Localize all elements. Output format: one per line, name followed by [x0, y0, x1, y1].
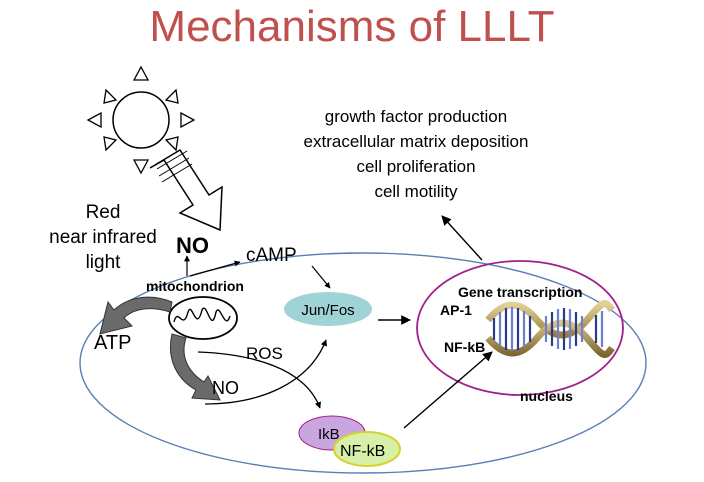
- outcome-item: extracellular matrix deposition: [303, 132, 529, 151]
- outcome-item: growth factor production: [324, 107, 508, 126]
- light-beam-arrow: [149, 148, 223, 232]
- nucleus-membrane: [416, 260, 624, 396]
- outcome-item: cell motility: [374, 182, 458, 201]
- no-release-arrow: [170, 333, 221, 401]
- label-ros: ROS: [246, 344, 283, 363]
- light-label-line: near infrared: [49, 227, 157, 248]
- slide-title: Mechanisms of LLLT: [149, 2, 555, 51]
- label-ap1: AP-1: [440, 302, 472, 318]
- label-gene-transcription: Gene transcription: [458, 284, 582, 300]
- light-label-line: light: [85, 252, 121, 273]
- arrow-no-to-junfos: [204, 339, 327, 405]
- label-jun-fos: Jun/Fos: [301, 302, 354, 319]
- outcome-item: cell proliferation: [356, 157, 476, 176]
- label-ikb: IkB: [318, 426, 340, 443]
- label-mitochondrion: mitochondrion: [146, 278, 244, 294]
- label-nfkb-complex: NF-kB: [340, 443, 385, 460]
- label-no-bottom: NO: [212, 378, 239, 398]
- arrow-mito-to-camp: [189, 260, 241, 277]
- arrow-camp-to-junfos: [311, 265, 331, 289]
- sun-icon: [86, 65, 196, 175]
- label-nfkb-dna: NF-kB: [444, 339, 485, 355]
- outcomes-list: growth factor production extracellular m…: [218, 104, 614, 204]
- nfkb-node: [333, 431, 401, 467]
- atp-arrow: [99, 296, 173, 335]
- arrow-nucleus-to-outcomes: [441, 215, 483, 261]
- mitochondrion-icon: [168, 296, 238, 340]
- dna-helix-icon: [485, 300, 615, 358]
- arrow-ros-to-ikb: [197, 351, 321, 409]
- label-no-top: NO: [176, 233, 209, 258]
- label-atp: ATP: [94, 332, 131, 354]
- label-nucleus: nucleus: [520, 388, 573, 404]
- arrow-nfkb-to-nucleus: [403, 351, 493, 429]
- light-label-line: Red: [85, 202, 121, 223]
- light-label: Red near infrared light: [28, 200, 178, 275]
- label-camp: cAMP: [246, 245, 297, 266]
- jun-fos-node: [284, 292, 372, 326]
